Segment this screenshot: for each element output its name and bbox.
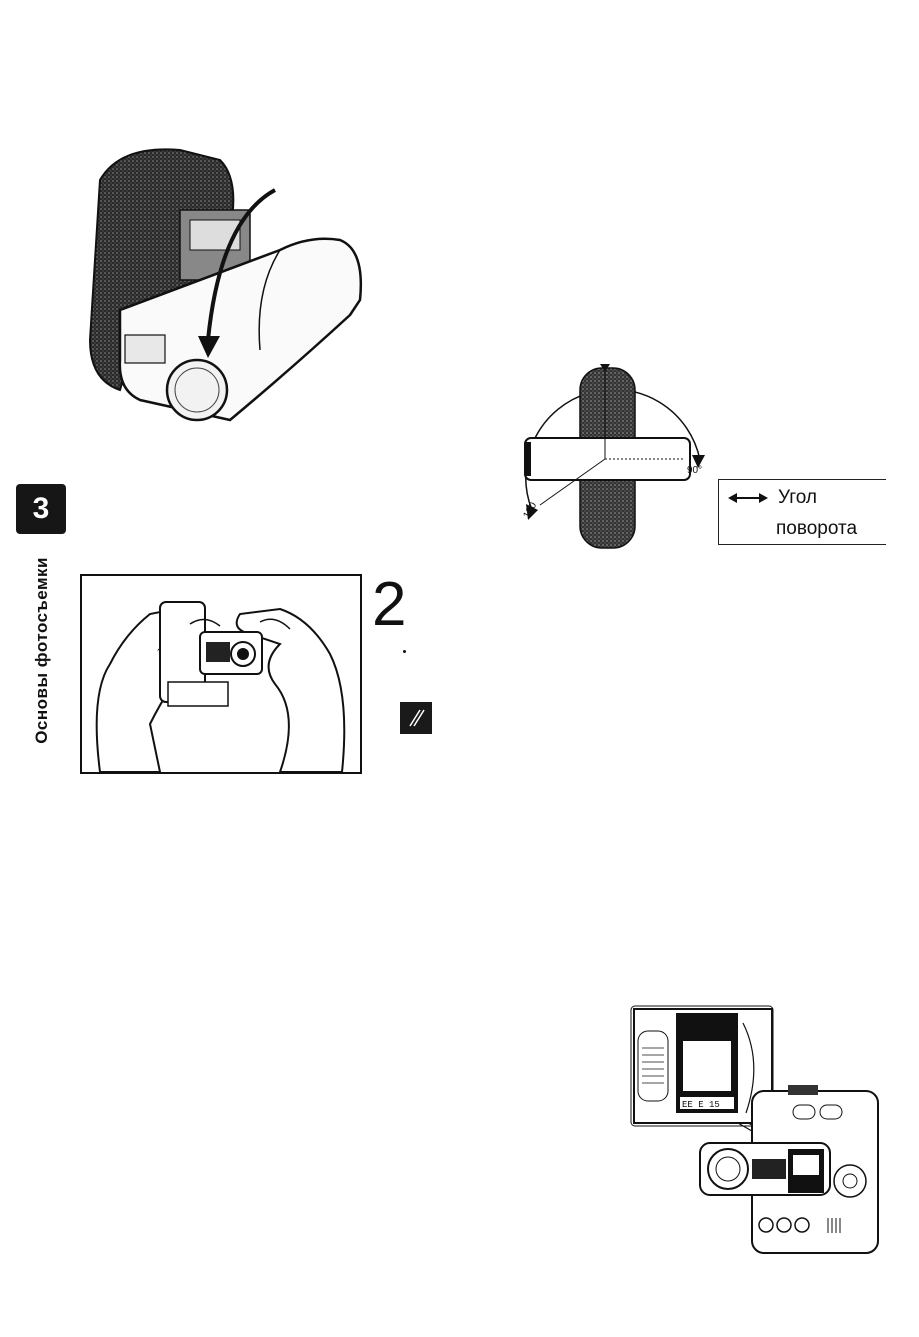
double-arrow-icon: [728, 491, 768, 505]
pencil-note-icon: [400, 702, 432, 734]
legend-label-line1: Угол: [778, 487, 817, 509]
hands-holding-camera-illustration: [80, 574, 362, 774]
rotation-angle-diagram: [510, 360, 710, 550]
chapter-number-tab: 3: [16, 484, 66, 534]
camera-monitor-illustration: EE E 15: [628, 1003, 884, 1257]
chapter-title-text: Основы фотосъемки: [32, 557, 52, 744]
legend-label-line2: поворота: [776, 518, 857, 540]
camera-rotate-illustration: [80, 140, 370, 440]
legend-row: Угол: [728, 487, 817, 509]
chapter-number: 3: [33, 492, 50, 526]
step-bullet: [403, 650, 406, 653]
chapter-title-vertical: Основы фотосъемки: [30, 550, 54, 750]
svg-text:EE E 15: EE E 15: [682, 1100, 720, 1110]
step-number: 2: [372, 574, 406, 636]
pencil-icon: [404, 706, 428, 730]
angle-label-90: 90°: [687, 465, 702, 476]
